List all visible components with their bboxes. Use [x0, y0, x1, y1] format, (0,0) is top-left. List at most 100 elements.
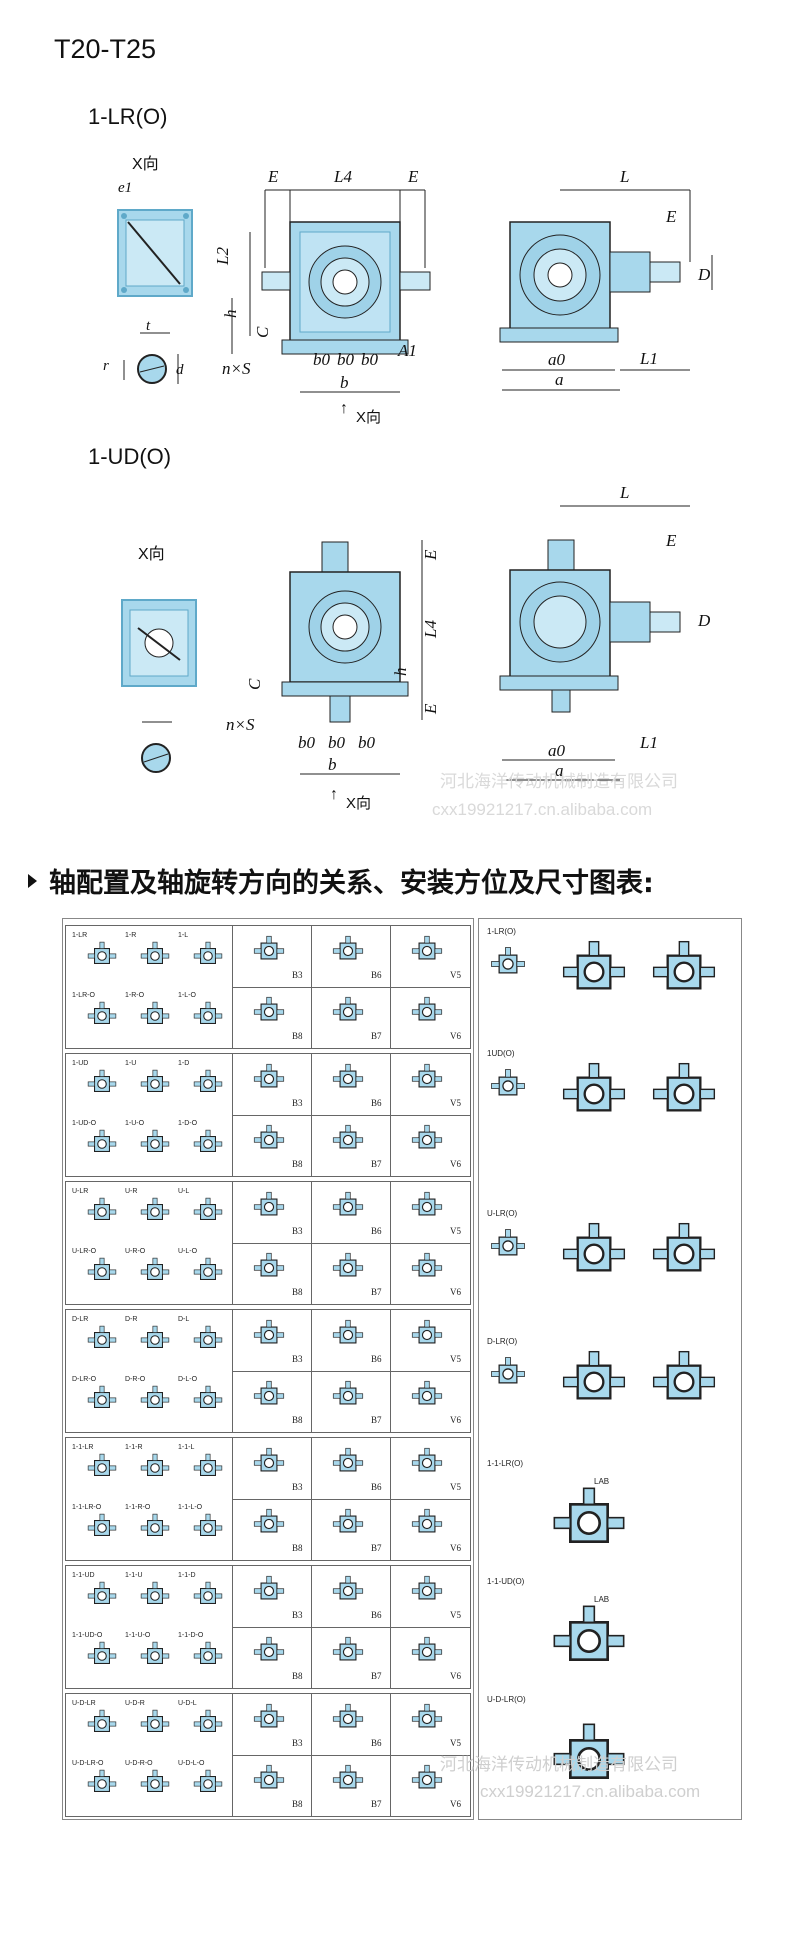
gearbox-config-icon [86, 1512, 118, 1549]
mounting-position-label: B6 [371, 1738, 382, 1748]
mounting-position-icon [331, 1635, 365, 1674]
dimension-diagram-label: 1-LR(O) [487, 927, 516, 936]
config-code: U-LR [72, 1188, 89, 1195]
svg-text:D: D [697, 265, 711, 284]
gearbox-config-icon [139, 1580, 171, 1617]
dimension-diagram-icon [559, 937, 629, 1012]
mounting-position-icon [331, 934, 365, 973]
mounting-position-label: B8 [292, 1031, 303, 1041]
gearbox-config-icon [86, 1384, 118, 1421]
svg-text:b0: b0 [361, 350, 379, 369]
gearbox-config-icon [139, 1640, 171, 1677]
gearbox-config-icon [86, 1128, 118, 1165]
config-code: D-LR [72, 1316, 89, 1323]
gearbox-config-icon [86, 1196, 118, 1233]
mounting-position-icon [252, 1251, 286, 1290]
config-code: U-R [125, 1188, 138, 1195]
svg-text:E: E [267, 167, 279, 186]
dimension-diagram-icon [489, 945, 527, 988]
config-code: D-L-O [178, 1376, 198, 1383]
mounting-position-icon [331, 1123, 365, 1162]
mounting-position-label: B7 [371, 1415, 382, 1425]
ud-arrow-icon: ↑ [330, 786, 338, 803]
mounting-position-icon [410, 1318, 444, 1357]
lr-t-label: t [146, 318, 151, 334]
svg-text:b: b [340, 373, 349, 392]
dimension-diagram-icon [549, 1719, 629, 1804]
dimension-diagram-icon [559, 1219, 629, 1294]
config-code: U-D-L [178, 1700, 197, 1707]
config-code: D-LR-O [72, 1376, 97, 1383]
gearbox-config-icon [86, 1768, 118, 1805]
watermark-url: cxx19921217.cn.alibaba.com [432, 800, 653, 819]
gearbox-config-icon [139, 1324, 171, 1361]
mounting-position-label: B6 [371, 1354, 382, 1364]
svg-text:A1: A1 [397, 341, 417, 360]
gearbox-config-icon [139, 1128, 171, 1165]
config-code: U-D-R [125, 1700, 145, 1707]
lab-dimension-label: LAB [594, 1595, 610, 1604]
mounting-position-icon [252, 1379, 286, 1418]
gearbox-config-icon [86, 1640, 118, 1677]
config-code: 1-UD-O [72, 1120, 97, 1127]
svg-text:C: C [245, 678, 264, 690]
config-code: 1-1-D [178, 1572, 196, 1579]
svg-text:E: E [665, 207, 677, 226]
config-code: 1-1-LR [72, 1444, 94, 1451]
gearbox-config-icon [192, 1068, 224, 1105]
mounting-position-icon [252, 1446, 286, 1485]
dimension-diagram-icon [649, 1219, 719, 1294]
mounting-position-label: B7 [371, 1159, 382, 1169]
mounting-position-label: B3 [292, 1738, 303, 1748]
dimension-diagram-icon [489, 1227, 527, 1270]
config-code: 1-1-R-O [125, 1504, 151, 1511]
lr-x-bottom-label: X向 [356, 409, 382, 426]
mounting-position-label: B6 [371, 970, 382, 980]
mounting-position-icon [331, 1507, 365, 1546]
svg-text:L4: L4 [333, 167, 352, 186]
triangle-bullet-icon [28, 873, 37, 888]
gearbox-config-icon [139, 1196, 171, 1233]
mounting-position-label: B7 [371, 1671, 382, 1681]
gearbox-config-icon [139, 1768, 171, 1805]
dimension-diagram-icon [549, 1483, 629, 1568]
dimension-diagram-icon [549, 1601, 629, 1686]
config-code: U-L-O [178, 1248, 198, 1255]
config-code: U-D-L-O [178, 1760, 205, 1767]
mounting-position-icon [410, 995, 444, 1034]
lr-arrow-icon: ↑ [340, 400, 348, 417]
chart-heading: 轴配置及轴旋转方向的关系、安装方位及尺寸图表: [28, 861, 654, 900]
config-code: U-L [178, 1188, 190, 1195]
gearbox-config-icon [192, 1256, 224, 1293]
mounting-position-label: B3 [292, 1354, 303, 1364]
mounting-position-icon [252, 1763, 286, 1802]
config-code: 1-LR-O [72, 992, 95, 999]
mounting-position-label: V6 [450, 1159, 461, 1169]
svg-text:L: L [619, 167, 629, 186]
mounting-position-icon [410, 1702, 444, 1741]
mounting-position-label: V6 [450, 1287, 461, 1297]
ud-side-view [499, 505, 690, 781]
gearbox-config-icon [192, 1324, 224, 1361]
mounting-position-label: V5 [450, 1226, 461, 1236]
mounting-position-label: B3 [292, 970, 303, 980]
mounting-position-icon [410, 1763, 444, 1802]
ud-front-view [281, 540, 423, 775]
mounting-position-icon [331, 1251, 365, 1290]
mounting-position-label: B8 [292, 1415, 303, 1425]
lr-e1-label: e1 [118, 180, 133, 196]
dimension-diagram-label: 1UD(O) [487, 1049, 515, 1058]
lr-front-view [231, 189, 431, 393]
mounting-position-icon [252, 1574, 286, 1613]
gearbox-config-icon [86, 1708, 118, 1745]
gearbox-config-icon [139, 1256, 171, 1293]
dimension-diagram-icon [559, 1059, 629, 1134]
heading-text: 轴配置及轴旋转方向的关系、安装方位及尺寸图表: [49, 868, 654, 899]
mounting-position-icon [252, 1123, 286, 1162]
mounting-position-label: V5 [450, 1482, 461, 1492]
watermark-company-2: 河北海洋传动机械制造有限公司 [440, 1755, 678, 1774]
